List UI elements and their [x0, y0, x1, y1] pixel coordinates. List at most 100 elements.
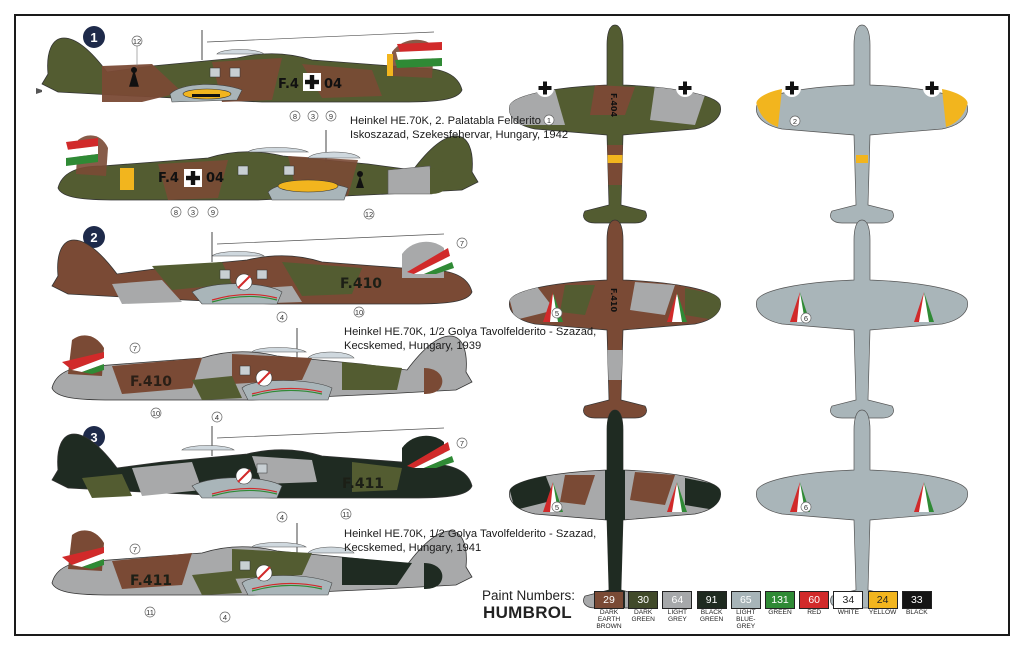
svg-text:11: 11 [146, 608, 154, 617]
svg-text:F.410: F.410 [340, 276, 382, 292]
svg-text:4: 4 [280, 313, 284, 322]
svg-text:10: 10 [355, 308, 363, 317]
paint-chip-swatch: 91 [696, 591, 727, 609]
scheme-2-side-left: F.410 [51, 232, 473, 305]
svg-text:12: 12 [133, 37, 141, 46]
svg-text:12: 12 [365, 210, 373, 219]
scheme-3-plan-top [508, 409, 722, 609]
svg-text:3: 3 [311, 112, 315, 121]
scheme-2-title: Heinkel HE.70K, 1/2 Golya Tavolfelderito… [344, 326, 597, 352]
scheme-2-side-b-callouts: 7 10 4 [129, 342, 223, 423]
scheme-3-side-right: F.411 [51, 523, 473, 596]
scheme-1-top-callouts: 12 8 3 9 [131, 35, 337, 122]
paint-chip-name: DARK [599, 609, 619, 616]
svg-text:4: 4 [223, 613, 227, 622]
svg-text:2: 2 [90, 230, 97, 245]
scheme-2-plan-callouts: 5 6 [551, 307, 812, 324]
svg-text:8: 8 [293, 112, 297, 121]
sheet-border [14, 14, 1010, 636]
scheme-1-badge: 1 [83, 26, 105, 48]
svg-text:3: 3 [191, 208, 195, 217]
paint-chip-name: BROWN [596, 623, 622, 631]
svg-text:11: 11 [342, 510, 350, 519]
paint-chip-name: WHITE [837, 609, 860, 616]
scheme-1-plan-callouts: 1 2 [543, 114, 801, 127]
paint-chip-name: RED [807, 609, 822, 616]
paint-chip-name: YELLOW [868, 609, 897, 616]
svg-text:8: 8 [174, 208, 178, 217]
scheme-2-side-a-callouts: 7 4 10 [276, 237, 468, 323]
svg-text:04: 04 [206, 171, 224, 186]
svg-text:3: 3 [90, 430, 97, 445]
svg-text:6: 6 [804, 503, 808, 512]
paint-chip-swatch: 64 [662, 591, 693, 609]
svg-text:6: 6 [804, 314, 808, 323]
svg-text:F.410: F.410 [130, 374, 172, 390]
scheme-1-plan-bottom [755, 24, 969, 224]
svg-text:1: 1 [547, 116, 551, 125]
scheme-2-plan-top: F.410 [508, 219, 722, 419]
paint-chip-name: EARTH [597, 616, 621, 624]
svg-text:9: 9 [329, 112, 333, 121]
svg-text:04: 04 [324, 77, 342, 92]
svg-text:7: 7 [133, 344, 137, 353]
paint-chip-name: GREEN [631, 616, 655, 624]
svg-text:4: 4 [280, 513, 284, 522]
paint-chip-swatch: 33 [901, 591, 932, 609]
paint-chip-name: BLACK [905, 609, 928, 616]
svg-text:1: 1 [90, 30, 97, 45]
scheme-2-badge: 2 [83, 226, 105, 248]
paint-brand: HUMBROL [483, 603, 572, 622]
paint-chip-name: LIGHT [667, 609, 688, 616]
scheme-3-plan-callouts: 5 6 [551, 501, 812, 513]
scheme-1-bottom-callouts: 8 3 9 12 [170, 206, 375, 220]
paint-chip-swatch: 131 [765, 591, 795, 609]
svg-text:F.4: F.4 [278, 77, 299, 92]
svg-text:7: 7 [460, 439, 464, 448]
scheme-1-side-right: F.4 04 [57, 130, 479, 201]
paint-chip-name: GREEN [768, 609, 792, 616]
scheme-2-side-right: F.410 [51, 328, 473, 401]
paint-numbers-heading: Paint Numbers: [482, 588, 576, 603]
paint-chip-swatch: 29 [594, 591, 624, 609]
svg-text:4: 4 [215, 413, 219, 422]
paint-chip-swatch: 60 [799, 591, 830, 609]
svg-text:10: 10 [152, 409, 160, 418]
svg-text:7: 7 [133, 545, 137, 554]
paint-chip-name: BLACK [700, 609, 723, 616]
scheme-2-plan-bottom [755, 219, 969, 419]
svg-text:F.411: F.411 [130, 573, 172, 589]
scheme-3-plan-bottom [755, 409, 969, 609]
scheme-1-side-left: F.4 04 [36, 30, 463, 103]
svg-text:9: 9 [211, 208, 215, 217]
paint-chip-swatch: 34 [833, 591, 864, 609]
svg-text:5: 5 [555, 503, 559, 512]
svg-text:F.4: F.4 [158, 171, 179, 186]
svg-text:F.404: F.404 [609, 93, 618, 117]
scheme-3-side-b-callouts: 7 11 4 [129, 543, 231, 623]
paint-chip-swatch: 65 [730, 591, 761, 609]
scheme-1-title: Heinkel HE.70K, 2. Palatabla Felderito I… [350, 115, 569, 141]
svg-text:F.410: F.410 [609, 288, 618, 312]
paint-chip-name: GREY [668, 616, 687, 624]
paint-chip-name: BLUE-GREY [736, 616, 756, 631]
paint-chip-swatch: 24 [867, 591, 898, 609]
scheme-3-side-a-callouts: 7 4 11 [276, 437, 468, 523]
scheme-3-side-left: F.411 [51, 426, 473, 499]
svg-text:7: 7 [460, 239, 464, 248]
svg-text:F.411: F.411 [342, 476, 384, 492]
paint-chip-name: GREEN [699, 616, 724, 624]
paint-chip-swatch: 30 [628, 591, 659, 609]
svg-text:5: 5 [555, 309, 559, 318]
